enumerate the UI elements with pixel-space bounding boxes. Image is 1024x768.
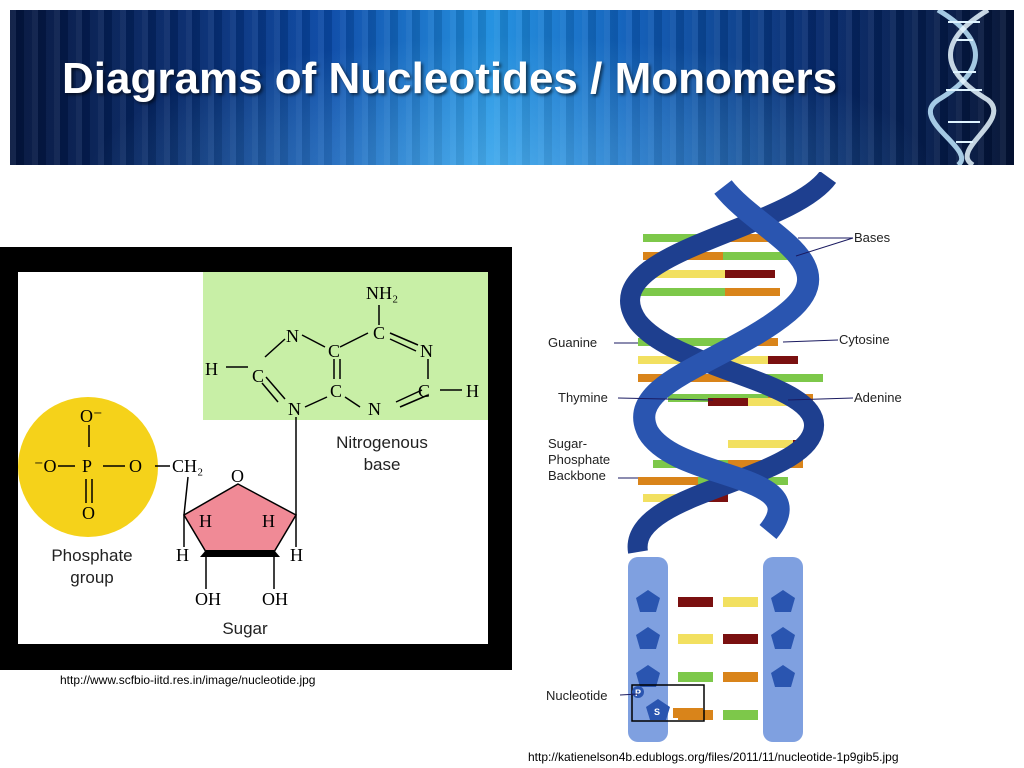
label-leader-lines: [614, 237, 854, 696]
rung-10-a: [728, 440, 793, 448]
atom-h-sugar-3: H: [176, 545, 189, 565]
nucleotide-structure-diagram: O⁻ ⁻O P O O CH₂ O H H H H OH OH NH₂ C N …: [0, 247, 512, 670]
label-thymine: Thymine: [558, 390, 608, 405]
nucleotide-s-letter: S: [654, 707, 660, 717]
helix-strand-front: [633, 179, 820, 540]
rung-7-g: [748, 374, 823, 382]
ladder-rung-2-t: [723, 634, 758, 644]
rung-4-g: [640, 288, 725, 296]
ladder-sugar-pentagons: [636, 590, 795, 687]
label-cytosine: Cytosine: [839, 332, 890, 347]
rung-9-t: [708, 398, 748, 406]
atom-phosphorus: P: [82, 456, 92, 476]
atom-oxygen-bridge: O: [129, 456, 142, 476]
nucleotide-base-bar: [673, 708, 703, 718]
rung-3-a: [640, 270, 725, 278]
atom-nh2: NH₂: [366, 283, 398, 303]
label-backbone-line-1: Sugar-: [548, 436, 587, 451]
label-adenine: Adenine: [854, 390, 902, 405]
base-highlight: [203, 272, 488, 420]
atom-h-right: H: [466, 381, 479, 401]
slide-title: Diagrams of Nucleotides / Monomers: [62, 54, 838, 103]
ladder-rung-1-t: [678, 597, 713, 607]
nucleotide-phosphate-dot: [632, 686, 644, 698]
ladder-rung-2-a: [678, 634, 713, 644]
rung-9-a: [748, 398, 793, 406]
label-backbone-line-3: Backbone: [548, 468, 606, 483]
source-url-left: http://www.scfbio-iitd.res.in/image/nucl…: [60, 673, 316, 687]
sugar-label: Sugar: [222, 619, 268, 638]
atom-n-2: N: [420, 341, 433, 361]
helix-labels: Bases Guanine Cytosine Thymine Adenine S…: [546, 230, 902, 703]
ladder-rung-3-c: [723, 672, 758, 682]
source-url-right: http://katienelson4b.edublogs.org/files/…: [528, 750, 899, 764]
atom-n-1: N: [286, 326, 299, 346]
label-backbone-line-2: Phosphate: [548, 452, 610, 467]
label-guanine: Guanine: [548, 335, 597, 350]
nucleotide-p-letter: P: [635, 688, 641, 698]
rung-6-t: [768, 356, 798, 364]
rung-3-t: [725, 270, 775, 278]
atom-labels: O⁻ ⁻O P O O CH₂ O H H H H OH OH NH₂ C N …: [34, 283, 479, 609]
atom-h-sugar-4: H: [290, 545, 303, 565]
atom-h-sugar-2: H: [262, 511, 275, 531]
atom-oh-1: OH: [195, 589, 221, 609]
group-labels: Phosphate group Sugar Nitrogenous base: [51, 433, 427, 638]
atom-h-left: H: [205, 359, 218, 379]
banner-glow: [10, 10, 1014, 165]
sugar-ring-bold-edge: [200, 550, 280, 557]
atom-ring-oxygen: O: [231, 466, 244, 486]
phosphate-circle: [18, 397, 158, 537]
ladder-backbone-right: [763, 557, 803, 742]
atom-h-sugar-1: H: [199, 511, 212, 531]
rung-1-g: [643, 234, 723, 242]
ladder-rung-1-a: [723, 597, 758, 607]
nucleotide-highlight-box: [631, 684, 705, 722]
dna-double-helix-diagram: P S Bases Guanine Cytosine Thymine Adeni…: [528, 172, 988, 752]
base-label-line-2: base: [364, 455, 401, 474]
label-nucleotide: Nucleotide: [546, 688, 607, 703]
rung-2-g: [723, 252, 793, 260]
title-banner: Diagrams of Nucleotides / Monomers: [10, 10, 1014, 165]
bond-lines: [58, 305, 462, 589]
banner-stripes: [10, 10, 1014, 165]
atom-c-4: C: [330, 381, 342, 401]
atom-n-3: N: [288, 399, 301, 419]
atom-c-top: C: [373, 323, 385, 343]
phosphate-label-line-2: group: [70, 568, 113, 587]
atom-oxygen-double: O: [82, 503, 95, 523]
rung-1-c: [723, 234, 788, 242]
phosphate-label-line-1: Phosphate: [51, 546, 132, 565]
base-label-line-1: Nitrogenous: [336, 433, 428, 452]
helix-strand-back: [620, 172, 837, 554]
atom-o-minus-left: ⁻O: [34, 456, 57, 476]
rung-12-c: [638, 477, 698, 485]
atom-ch2: CH₂: [172, 456, 203, 476]
rung-4-c: [725, 288, 780, 296]
ladder-rung-4-g: [723, 710, 758, 720]
label-bases: Bases: [854, 230, 891, 245]
nucleotide-sugar-pentagon: [646, 699, 670, 720]
atom-o-minus-top: O⁻: [80, 406, 103, 426]
dna-helix-icon: [927, 10, 997, 165]
ladder-rung-3-g: [678, 672, 713, 682]
atom-c-5: C: [418, 381, 430, 401]
atom-c-2: C: [328, 341, 340, 361]
atom-oh-2: OH: [262, 589, 288, 609]
atom-c-3: C: [252, 366, 264, 386]
atom-n-4: N: [368, 399, 381, 419]
